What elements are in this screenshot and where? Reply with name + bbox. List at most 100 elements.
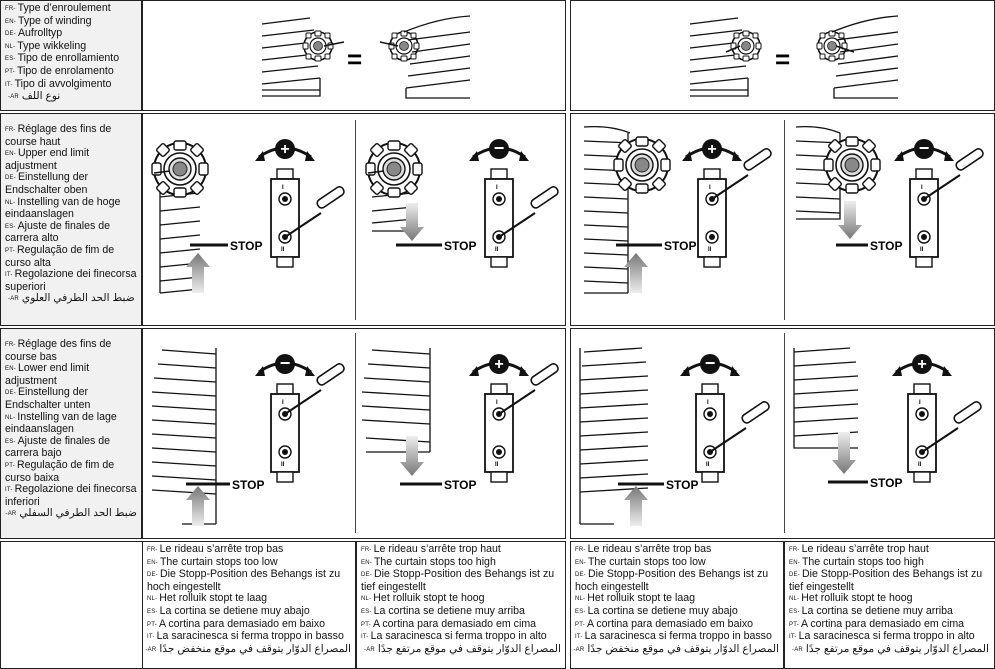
lang-code: IT-	[5, 81, 13, 88]
lang-text: Die Stopp-Position des Behangs ist zu ho…	[575, 568, 769, 593]
limit-switch-head: I II	[484, 383, 514, 483]
lang-code: ES-	[575, 608, 586, 615]
stop-label: STOP	[664, 239, 696, 253]
lang-line-de: DE-Die Stopp-Position des Behangs ist zu…	[361, 568, 561, 593]
lang-text: Le rideau s’arrête trop haut	[801, 543, 929, 555]
equals-sign: =	[347, 44, 362, 74]
lang-code: DE-	[5, 390, 16, 397]
lang-line-es: ES-Tipo de enrollamiento	[5, 53, 137, 66]
switch-1-label: I	[496, 400, 498, 406]
lang-text: ضبط الحد الطرفي العلوي	[21, 292, 135, 305]
lang-code: DE-	[789, 572, 800, 579]
plus-sign: +	[917, 356, 926, 373]
lang-line-fr: FR-Type d’enroulement	[5, 2, 137, 16]
lang-line-ar: ضبط الحد الطرفي السفلي AR-	[5, 508, 137, 521]
lang-line-ar: المصراع الدوّار يتوقف في موقع مرتفع جدًا…	[361, 642, 561, 657]
lang-text: Regolazione dei finecorsa inferiori	[5, 483, 137, 508]
minus-sign: −	[494, 138, 505, 158]
minus-sign: −	[705, 353, 716, 373]
lang-line-en: EN-The curtain stops too high	[789, 555, 990, 570]
lang-line-pt: PT-A cortina para demasiado em cima	[789, 617, 990, 632]
limit-switch-head: I II	[270, 168, 300, 268]
lang-text: A cortina para demasiado em cima	[800, 617, 965, 630]
switch-2-label: II	[920, 247, 924, 253]
lower-limit-diagram-2: STOP + I II	[361, 348, 561, 492]
lang-line-fr: FR-Réglage des fins de course haut	[5, 123, 137, 148]
lang-code: EN-	[361, 559, 372, 566]
rotate-minus-icon: −	[892, 137, 956, 163]
lang-code: ES-	[5, 223, 16, 230]
lang-line-pt: PT-Tipo de enrolamento	[5, 65, 137, 79]
lang-code: IT-	[789, 634, 797, 641]
lang-line-es: ES-Ajuste de finales de carrera alto	[5, 220, 137, 245]
switch-2-label: II	[918, 462, 922, 468]
lang-line-de: DE-Die Stopp-Position des Behangs ist zu…	[575, 568, 779, 593]
lang-text: La saracinesca si ferma troppo in basso	[156, 630, 344, 643]
switch-2-label: II	[706, 462, 710, 468]
lang-text: المصراع الدوّار يتوقف في موقع منخفض جدًا	[159, 642, 351, 655]
lang-line-en: EN-Upper end limit adjustment	[5, 147, 137, 172]
lang-code: AR-	[573, 646, 585, 653]
lang-text: Instelling van de lage eindaanslagen	[5, 410, 117, 436]
divider	[784, 120, 785, 320]
lang-code: NL-	[789, 596, 800, 603]
minus-sign: −	[919, 138, 930, 158]
lang-code: ES-	[147, 608, 158, 615]
lang-line-es: ES-La cortina se detiene muy arriba	[789, 604, 990, 619]
limit-switch-head: I II	[695, 383, 725, 483]
stop-label: STOP	[666, 478, 698, 492]
plus-sign: +	[280, 141, 289, 158]
lang-text: The curtain stops too high	[801, 555, 924, 568]
limit-switch-head: I II	[697, 168, 727, 268]
lang-text: Die Stopp-Position des Behangs ist zu ho…	[147, 568, 341, 593]
lang-line-es: ES-La cortina se detiene muy arriba	[361, 605, 561, 619]
lang-text: Het rolluik stopt te laag	[587, 592, 696, 605]
lang-line-fr: FR-Le rideau s’arrête trop haut	[789, 543, 990, 557]
lang-text: المصراع الدوّار يتوقف في موقع مرتفع جدًا	[377, 642, 561, 655]
limit-switch-head: I II	[907, 383, 937, 483]
lang-text: A cortina para demasiado em baixo	[586, 617, 754, 630]
winding-diagram-left-cell	[142, 0, 566, 111]
lang-text: Upper end limit adjustment	[5, 147, 90, 172]
lang-line-ar: المصراع الدوّار يتوقف في موقع مرتفع جدًا…	[789, 643, 990, 657]
lang-line-de: DE-Die Stopp-Position des Behangs ist zu…	[789, 568, 990, 593]
lang-text: Lower end limit adjustment	[5, 362, 90, 387]
lang-line-ar: المصراع الدوّار يتوقف في موقع منخفض جدًا…	[145, 642, 351, 657]
switch-2-label: II	[495, 247, 499, 253]
lang-code: DE-	[5, 175, 16, 182]
lang-code: EN-	[789, 559, 800, 566]
plus-sign: +	[707, 141, 716, 158]
lang-line-fr: FR-Le rideau s’arrête trop haut	[361, 543, 561, 557]
switch-1-label: I	[496, 185, 498, 191]
lang-line-pt: PT-A cortina para demasiado em cima	[361, 617, 561, 632]
lang-text: La cortina se detiene muy arriba	[801, 604, 953, 617]
lang-text: Die Stopp-Position des Behangs ist zu ti…	[361, 568, 555, 593]
lang-line-es: ES-Ajuste de finales de carrera bajo	[5, 435, 137, 460]
lang-line-ar: المصراع الدوّار يتوقف في موقع منخفض جدًا…	[573, 643, 779, 657]
arrow-up-icon	[186, 253, 210, 293]
lang-text: Einstellung der Endschalter unten	[5, 386, 91, 411]
switch-2-label: II	[495, 462, 499, 468]
lang-line-fr: FR-Le rideau s’arrête trop bas	[147, 543, 351, 557]
lang-text: Aufrolltyp	[17, 27, 63, 40]
lang-text: Tipo de enrollamiento	[17, 52, 120, 65]
lang-line-nl: NL-Het rolluik stopt te hoog	[789, 593, 990, 606]
lang-line-pt: PT-Regulação de fim de curso baixa	[5, 459, 137, 484]
lang-line-it: IT-La saracinesca si ferma troppo in bas…	[575, 630, 779, 644]
lang-line-pt: PT-A cortina para demasiado em baixo	[147, 618, 351, 632]
winding-diagram-right: =	[689, 15, 899, 99]
lang-code: AR-	[364, 646, 375, 653]
lang-line-nl: NL-Het rolluik stopt te hoog	[361, 593, 561, 606]
stop-label: STOP	[444, 478, 476, 492]
switch-1-label: I	[282, 185, 284, 191]
lang-line-nl: NL-Het rolluik stopt te laag	[147, 593, 351, 606]
lang-text: A cortina para demasiado em cima	[372, 617, 537, 630]
lang-text: Regolazione dei finecorsa superiori	[5, 268, 137, 293]
arrow-up-icon	[186, 486, 210, 526]
switch-2-label: II	[281, 462, 285, 468]
